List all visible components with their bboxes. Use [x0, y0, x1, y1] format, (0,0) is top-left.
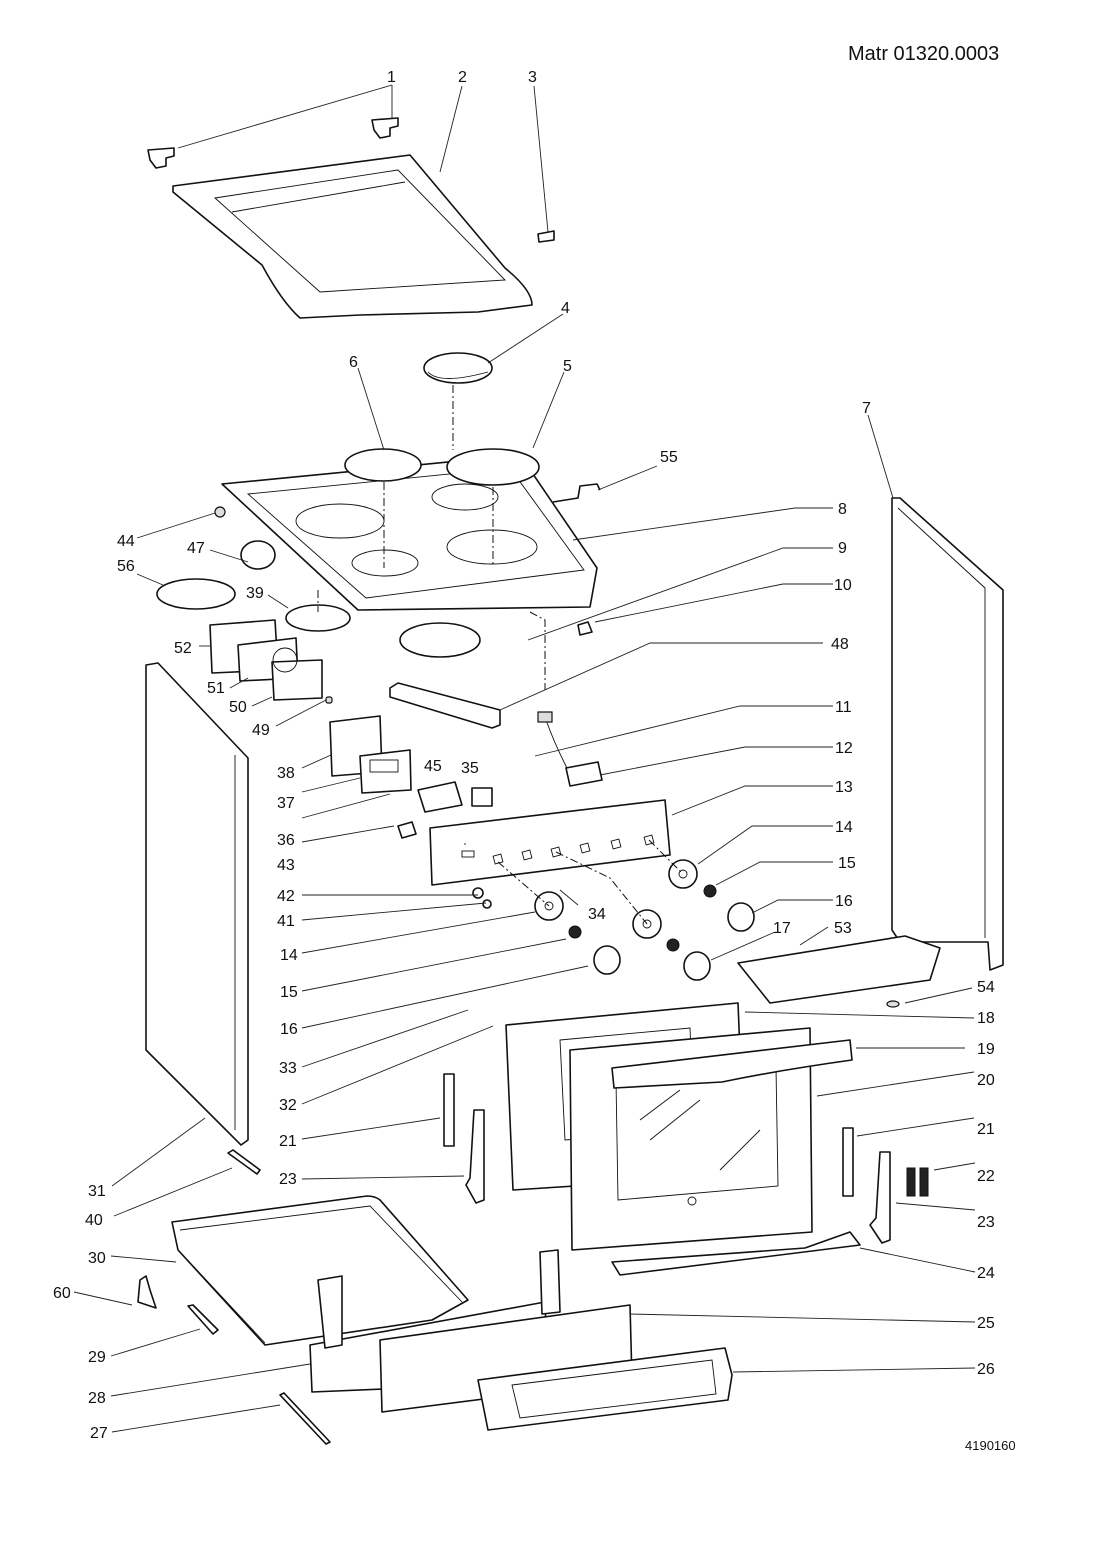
callout-labels: 1 2 3 4 5 6 7 8 9 10 48 11 12 13 14 15 1…	[53, 69, 995, 1442]
callout-29: 29	[88, 1349, 106, 1366]
callout-28: 28	[88, 1390, 106, 1407]
part-switch-45	[417, 781, 463, 813]
callout-10: 10	[834, 577, 852, 594]
callout-14-left: 14	[280, 947, 298, 964]
callout-32: 32	[279, 1097, 297, 1114]
callout-27: 27	[90, 1425, 108, 1442]
callout-50: 50	[229, 699, 247, 716]
material-code: Matr 01320.0003	[848, 43, 999, 65]
callout-3: 3	[528, 69, 537, 86]
callout-15-right: 15	[838, 855, 856, 872]
callout-9: 9	[838, 540, 847, 557]
callout-30: 30	[88, 1250, 106, 1267]
callout-8: 8	[838, 501, 847, 518]
callout-18: 18	[977, 1010, 995, 1027]
part-timer-37	[359, 749, 412, 794]
part-knob-47	[240, 540, 276, 570]
callout-54: 54	[977, 979, 995, 996]
callout-22: 22	[977, 1168, 995, 1185]
callout-39: 39	[246, 585, 264, 602]
callout-44: 44	[117, 533, 135, 550]
callout-53: 53	[834, 920, 852, 937]
callout-45: 45	[424, 758, 442, 775]
callout-33: 33	[279, 1060, 297, 1077]
callout-55: 55	[660, 449, 678, 466]
part-bracket-55	[552, 483, 601, 503]
callout-12: 12	[835, 740, 853, 757]
callout-26: 26	[977, 1361, 995, 1378]
part-small-60-29-27	[137, 1275, 331, 1445]
callout-31: 31	[88, 1183, 106, 1200]
part-left-burner-cups	[156, 578, 546, 690]
callout-38: 38	[277, 765, 295, 782]
part-knobs-and-springs	[497, 839, 755, 981]
part-small-49	[325, 696, 333, 704]
callout-47: 47	[187, 540, 205, 557]
part-lid-clip	[537, 230, 555, 243]
part-hinges-21-23	[443, 1073, 929, 1244]
callout-41: 41	[277, 913, 295, 930]
callout-60: 60	[53, 1285, 71, 1302]
part-hotplate-small-rear	[423, 352, 493, 450]
part-wiring-11	[537, 711, 569, 771]
callout-11: 11	[835, 699, 852, 716]
callout-7: 7	[862, 400, 871, 417]
callout-48: 48	[831, 636, 849, 653]
part-side-panel-right	[891, 497, 1004, 971]
part-gas-controls-52-50	[209, 619, 323, 701]
part-kick-strip-24	[611, 1231, 861, 1276]
callout-5: 5	[563, 358, 572, 375]
callout-2: 2	[458, 69, 467, 86]
callout-24: 24	[977, 1265, 995, 1282]
callout-1: 1	[387, 69, 396, 86]
drawing-number: 4190160	[965, 1438, 1016, 1453]
callout-17: 17	[773, 920, 791, 937]
callout-37: 37	[277, 795, 295, 812]
part-side-panel-left	[145, 662, 249, 1146]
part-hob-top	[221, 454, 598, 611]
callout-4: 4	[561, 300, 570, 317]
callout-15-left: 15	[280, 984, 298, 1001]
callout-35: 35	[461, 760, 479, 777]
callout-23-left: 23	[279, 1171, 297, 1188]
callout-13: 13	[835, 779, 853, 796]
part-foot-40	[227, 1149, 261, 1175]
callout-52: 52	[174, 640, 192, 657]
callout-43: 43	[277, 857, 295, 874]
part-drawer-front-26	[477, 1347, 733, 1431]
callout-51: 51	[207, 680, 225, 697]
callout-40: 40	[85, 1212, 103, 1229]
callout-21-right: 21	[977, 1121, 995, 1138]
part-storage-drawer-30	[171, 1195, 469, 1346]
part-drip-53	[737, 935, 941, 1008]
part-hotplate-right	[446, 448, 540, 565]
callout-36: 36	[277, 832, 295, 849]
callout-20: 20	[977, 1072, 995, 1089]
part-glass-lid	[172, 154, 533, 319]
part-screw-44	[214, 506, 226, 518]
part-small-10	[577, 621, 593, 636]
callout-16-right: 16	[835, 893, 853, 910]
callout-21-left: 21	[279, 1133, 297, 1150]
callout-42: 42	[277, 888, 295, 905]
part-switch-35	[471, 787, 493, 807]
callout-25: 25	[977, 1315, 995, 1332]
part-bracket-48	[389, 682, 501, 729]
callout-6: 6	[349, 354, 358, 371]
part-hotplate-left	[344, 448, 422, 568]
callout-19: 19	[977, 1041, 995, 1058]
leader-lines	[73, 84, 976, 1433]
part-small-42-41-43	[397, 821, 492, 909]
part-door-handle-19	[611, 1039, 853, 1089]
callout-14-right: 14	[835, 819, 853, 836]
part-switch-12	[565, 761, 603, 787]
callout-49: 49	[252, 722, 270, 739]
callout-56: 56	[117, 558, 135, 575]
callout-34: 34	[588, 906, 606, 923]
part-control-panel-13	[429, 799, 671, 886]
part-hinge-clips	[147, 117, 399, 169]
callout-16-left: 16	[280, 1021, 298, 1038]
callout-23-right: 23	[977, 1214, 995, 1231]
